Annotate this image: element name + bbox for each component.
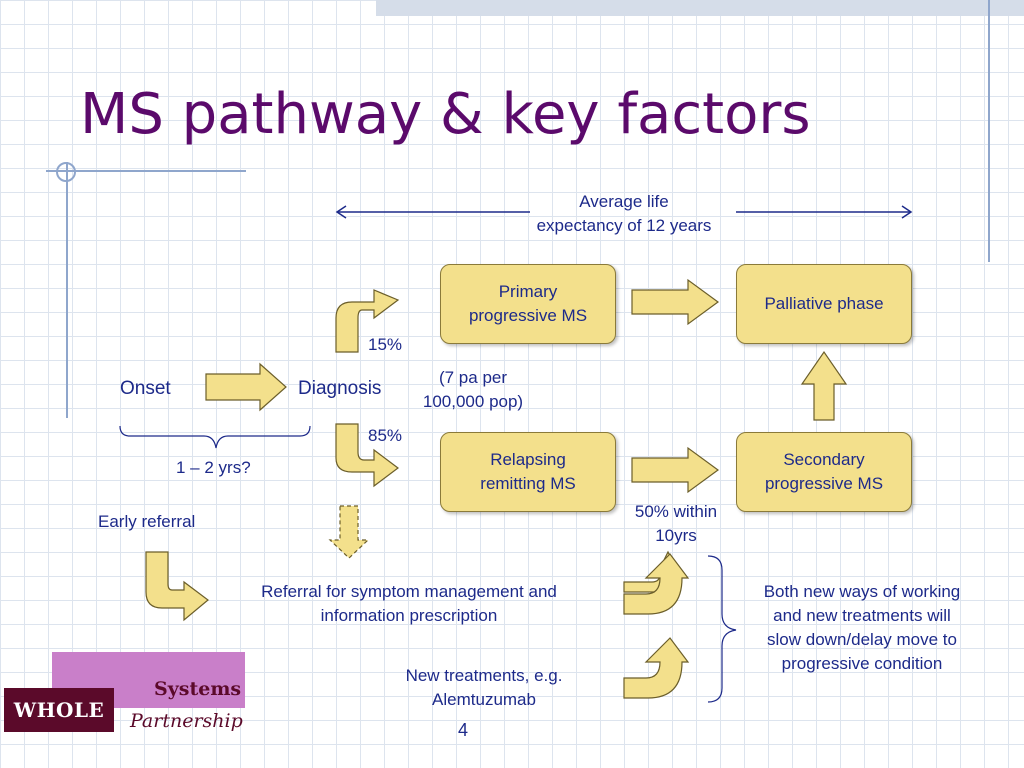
referral-line2: information prescription xyxy=(320,606,498,625)
slide-title: MS pathway & key factors xyxy=(80,82,811,147)
fifty-percent-label: 50% within 10yrs xyxy=(620,500,732,548)
decorative-vertical-line-left xyxy=(66,162,68,418)
dashed-down-arrow-icon xyxy=(328,505,370,559)
logo-whole: WHOLE xyxy=(4,688,114,732)
both-line4: progressive condition xyxy=(781,654,943,673)
page-number: 4 xyxy=(458,720,469,740)
bent-right-arrow-icon xyxy=(145,551,209,622)
palliative-line1: Palliative phase xyxy=(764,294,884,313)
bent-up-arrow-icon xyxy=(335,289,400,353)
right-arrow-icon xyxy=(631,278,720,326)
fifty-line1: 50% within xyxy=(634,502,718,521)
vertical-brace xyxy=(707,555,737,703)
pct-15-label: 15% xyxy=(368,335,403,354)
both-line3: slow down/delay move to xyxy=(767,630,957,649)
referral-line1: Referral for symptom management and xyxy=(261,582,557,601)
secondary-progressive-box: Secondary progressive MS xyxy=(736,432,912,512)
onset-label: Onset xyxy=(120,378,171,399)
life-expectancy-line2: expectancy of 12 years xyxy=(536,216,712,235)
primary-progressive-box: Primary progressive MS xyxy=(440,264,616,344)
logo-partnership: Partnership xyxy=(130,710,243,732)
primary-line2: progressive MS xyxy=(468,306,588,325)
incidence-label: (7 pa per 100,000 pop) xyxy=(410,366,536,414)
life-expectancy-line1: Average life xyxy=(579,192,669,211)
secondary-line2: progressive MS xyxy=(764,474,884,493)
both-line1: Both new ways of working xyxy=(763,582,961,601)
right-arrow-icon xyxy=(631,446,720,494)
new-treatments-label: New treatments, e.g. Alemtuzumab xyxy=(380,664,588,712)
bent-up-arrow-icon xyxy=(623,553,690,615)
diagnosis-label: Diagnosis xyxy=(298,378,382,399)
new-treatments-line2: Alemtuzumab xyxy=(432,690,536,709)
decorative-horizontal-line xyxy=(46,170,246,172)
up-arrow-icon xyxy=(800,350,848,421)
life-expectancy-label: Average life expectancy of 12 years xyxy=(520,190,728,238)
both-new-ways-label: Both new ways of working and new treatme… xyxy=(740,580,984,676)
fifty-line2: 10yrs xyxy=(655,526,697,545)
early-referral-label: Early referral xyxy=(98,512,196,531)
bent-up-arrow-icon xyxy=(623,637,690,699)
top-decorative-bar xyxy=(376,0,1024,16)
primary-line1: Primary xyxy=(498,282,558,301)
palliative-phase-box: Palliative phase xyxy=(736,264,912,344)
incidence-line1: (7 pa per xyxy=(438,368,508,387)
right-arrow-icon xyxy=(205,362,287,412)
incidence-line2: 100,000 pop) xyxy=(422,392,524,411)
new-treatments-line1: New treatments, e.g. xyxy=(405,666,563,685)
life-expectancy-arrow xyxy=(335,205,913,219)
crosshair-decoration-icon xyxy=(56,162,76,182)
relapsing-line2: remitting MS xyxy=(480,474,576,493)
secondary-line1: Secondary xyxy=(783,450,865,469)
pct-85-label: 85% xyxy=(368,426,403,445)
relapsing-line1: Relapsing xyxy=(490,450,566,469)
both-line2: and new treatments will xyxy=(773,606,951,625)
onset-duration-label: 1 – 2 yrs? xyxy=(176,458,251,477)
logo-systems: Systems xyxy=(154,678,242,700)
relapsing-remitting-box: Relapsing remitting MS xyxy=(440,432,616,512)
decorative-vertical-line xyxy=(988,0,990,262)
referral-label: Referral for symptom management and info… xyxy=(228,580,590,628)
horizontal-brace xyxy=(119,425,311,449)
bent-down-arrow-icon xyxy=(335,423,399,488)
